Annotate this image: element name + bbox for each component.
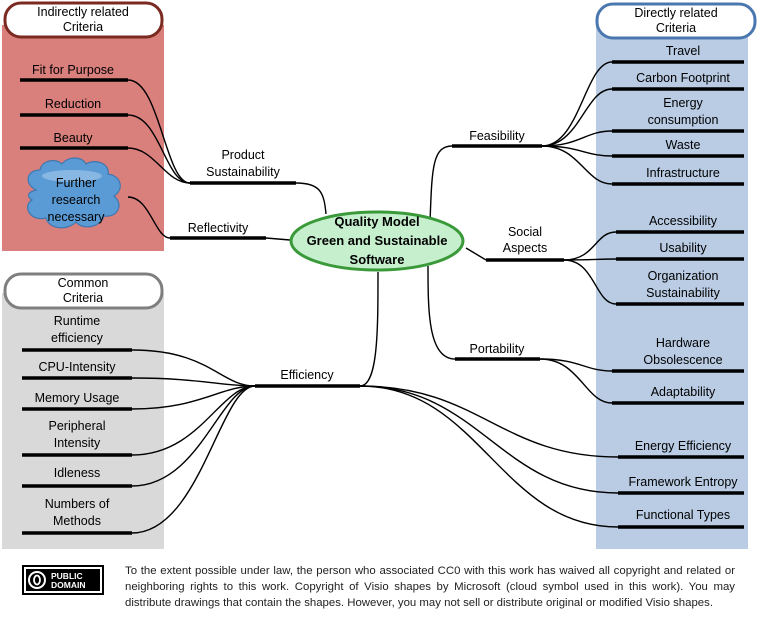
common-criteria-header: Common Criteria: [3, 272, 164, 310]
connector-feasibility-travel: [541, 61, 613, 147]
mind-map-diagram: Indirectly related Criteria Directly rel…: [2, 1, 757, 549]
hub-product-line-1: Product: [221, 148, 265, 162]
connector-efficiency-memory: [131, 385, 256, 410]
connector-center-social: [465, 247, 487, 261]
indirect-criteria-header: Indirectly related Criteria: [3, 1, 164, 39]
connector-feasibility-infra: [541, 145, 613, 185]
hub-feasibility: Feasibility: [469, 129, 525, 143]
leaf-accessibility: Accessibility: [649, 214, 718, 228]
connector-product-fit: [127, 79, 191, 184]
hub-social-line-1: Social: [508, 225, 542, 239]
leaf-reduction: Reduction: [45, 97, 101, 111]
leaf-further-line-3: necessary: [48, 210, 106, 224]
leaf-energy-line-2: consumption: [648, 113, 719, 127]
center-line-3: Software: [350, 252, 405, 267]
leaf-travel: Travel: [666, 44, 700, 58]
cc0-public-domain-badge: PUBLIC DOMAIN: [22, 565, 104, 595]
connector-center-reflectivity: [265, 237, 291, 241]
hub-social-line-2: Aspects: [503, 241, 547, 255]
leaf-infrastructure: Infrastructure: [646, 166, 720, 180]
connector-social-organization: [563, 259, 617, 305]
connector-efficiency-functional: [359, 385, 619, 528]
connector-center-portability: [427, 265, 456, 360]
license-text: To the extent possible under law, the pe…: [125, 565, 735, 609]
leaf-functional-types: Functional Types: [636, 508, 730, 522]
hub-portability: Portability: [470, 342, 526, 356]
connector-efficiency-runtime: [131, 349, 256, 387]
leaf-peripheral-line-1: Peripheral: [49, 419, 106, 433]
connector-efficiency-framework: [359, 385, 619, 494]
connector-portability-adapt: [539, 358, 613, 404]
leaf-memory-usage: Memory Usage: [35, 391, 120, 405]
leaf-numbers-line-1: Numbers of: [45, 497, 110, 511]
leaf-beauty: Beauty: [54, 131, 94, 145]
connector-social-accessibility: [563, 231, 617, 261]
connectors: [127, 61, 619, 534]
connector-efficiency-numbers: [131, 385, 256, 534]
leaf-runtime-line-2: efficiency: [51, 331, 104, 345]
leaf-waste: Waste: [666, 138, 701, 152]
leaf-framework-entropy: Framework Entropy: [628, 475, 738, 489]
common-header-line-1: Common: [58, 276, 109, 290]
cloud-icon: [27, 157, 121, 229]
connector-product-beauty: [127, 147, 191, 184]
connector-efficiency-peripheral: [131, 385, 256, 456]
direct-criteria-panel: [596, 27, 748, 549]
connector-efficiency-idleness: [131, 385, 256, 487]
leaf-hardware-line-2: Obsolescence: [643, 353, 722, 367]
leaf-further-line-2: research: [52, 193, 101, 207]
badge-text-top: PUBLIC: [51, 571, 83, 581]
direct-criteria-header: Directly related Criteria: [595, 2, 757, 40]
leaf-carbon-footprint: Carbon Footprint: [636, 71, 730, 85]
leaf-runtime-line-1: Runtime: [54, 314, 101, 328]
direct-header-line-2: Criteria: [656, 21, 696, 35]
direct-header-line-1: Directly related: [634, 6, 717, 20]
leaf-fit-for-purpose: Fit for Purpose: [32, 63, 114, 77]
connector-center-feasibility: [429, 145, 453, 223]
connector-feasibility-carbon: [541, 88, 613, 147]
leaf-cpu-intensity: CPU-Intensity: [38, 360, 116, 374]
common-header-line-2: Criteria: [63, 291, 103, 305]
hub-reflectivity: Reflectivity: [188, 221, 249, 235]
common-criteria-panel: [2, 293, 164, 549]
hub-product-line-2: Sustainability: [206, 165, 280, 179]
connector-efficiency-energy-eff: [359, 385, 619, 458]
leaf-adaptability: Adaptability: [651, 385, 716, 399]
connector-reflectivity-cloud: [127, 196, 171, 239]
leaf-hardware-line-1: Hardware: [656, 336, 710, 350]
leaf-energy-line-1: Energy: [663, 96, 703, 110]
center-line-2: Green and Sustainable: [307, 233, 448, 248]
leaf-idleness: Idleness: [54, 466, 101, 480]
badge-text-bottom: DOMAIN: [51, 580, 85, 590]
connector-center-product: [295, 182, 327, 215]
zero-icon: [33, 574, 41, 586]
leaf-organization-line-2: Sustainability: [646, 286, 720, 300]
leaf-peripheral-line-2: Intensity: [54, 436, 101, 450]
center-line-1: Quality Model: [334, 214, 419, 229]
center-node: Quality Model Green and Sustainable Soft…: [289, 210, 465, 272]
indirect-header-line-1: Indirectly related: [37, 5, 129, 19]
connector-center-efficiency: [359, 271, 379, 387]
connector-product-reduction: [127, 114, 191, 184]
leaf-numbers-line-2: Methods: [53, 514, 101, 528]
connector-efficiency-cpu: [131, 377, 256, 387]
indirect-header-line-2: Criteria: [63, 20, 103, 34]
hub-efficiency: Efficiency: [280, 368, 334, 382]
leaf-usability: Usability: [659, 241, 707, 255]
leaf-energy-efficiency: Energy Efficiency: [635, 439, 732, 453]
leaf-organization-line-1: Organization: [648, 269, 719, 283]
leaf-further-line-1: Further: [56, 176, 96, 190]
underline-bars: [20, 60, 744, 535]
connector-social-usability: [563, 258, 617, 261]
